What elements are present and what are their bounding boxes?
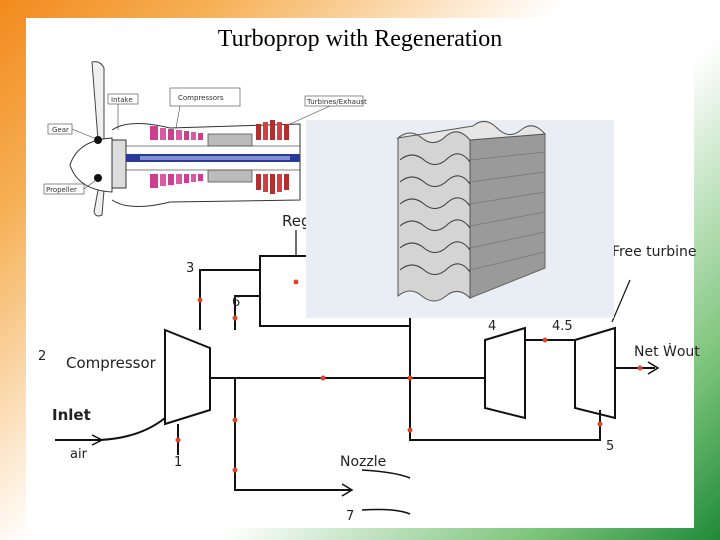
engine-cutaway: Intake Compressors Turbines/Exhaust Gear…	[43, 61, 367, 217]
gas-turbine-shape	[484, 326, 526, 420]
free-turbine-label: Free turbine	[612, 244, 697, 260]
exhaust-arrow	[341, 483, 354, 497]
station-5-label: 5	[606, 439, 614, 454]
intake-label: Intake	[111, 96, 133, 104]
nozzle-upper	[361, 469, 411, 479]
compressor-blades-bottom	[150, 174, 203, 188]
combustor-lower	[207, 169, 253, 183]
station-4-label: 4	[488, 319, 496, 334]
combustor	[207, 133, 253, 147]
gear-box	[111, 139, 127, 189]
intake-label-box	[107, 93, 139, 105]
free-turbine-shape	[574, 326, 616, 420]
propeller-blade-lower	[93, 189, 105, 217]
compressor-label: Compressor	[66, 354, 157, 372]
turbine-blades-bottom	[256, 174, 289, 194]
output-arrow	[647, 361, 660, 375]
inlet-flow	[55, 417, 166, 441]
station-45-label: 4.5	[552, 319, 573, 334]
exhaust-duct	[234, 378, 350, 491]
compressor-shape	[164, 328, 211, 426]
air-label: air	[70, 447, 88, 462]
compressors-label-box	[169, 87, 241, 107]
flow-2-to-6	[199, 269, 260, 330]
nozzle-label: Nozzle	[340, 454, 386, 470]
propeller-blade	[91, 61, 105, 141]
compressors-label: Compressors	[178, 94, 224, 102]
core-top-face	[396, 121, 547, 143]
regenerator-core-image	[306, 120, 614, 318]
nozzle-lower	[361, 508, 411, 515]
free-turbine-pointer	[611, 279, 631, 323]
gear-dot-top	[94, 136, 102, 144]
slide-title: Turboprop with Regeneration	[217, 26, 503, 52]
turbine-blades-top	[256, 120, 289, 140]
net-work-label: Net Ẇout	[634, 342, 700, 360]
station-7-label: 7	[346, 509, 354, 524]
station-2-label: 2	[38, 349, 46, 364]
core-front-face	[397, 131, 471, 302]
turbines-label-box	[304, 95, 364, 107]
gear-label: Gear	[52, 126, 69, 134]
turbines-exhaust-label: Turbines/Exhaust	[306, 98, 367, 106]
propeller-label: Propeller	[46, 186, 77, 194]
engine-shaft-core	[140, 156, 290, 160]
station-1-label: 1	[174, 455, 182, 470]
inlet-arrow	[91, 434, 104, 446]
station-6-label: 6	[232, 295, 240, 310]
flow-markers	[175, 279, 643, 473]
station-3-label: 3	[186, 261, 194, 276]
inlet-label: Inlet	[52, 406, 91, 424]
compressor-blades-top	[150, 126, 203, 140]
